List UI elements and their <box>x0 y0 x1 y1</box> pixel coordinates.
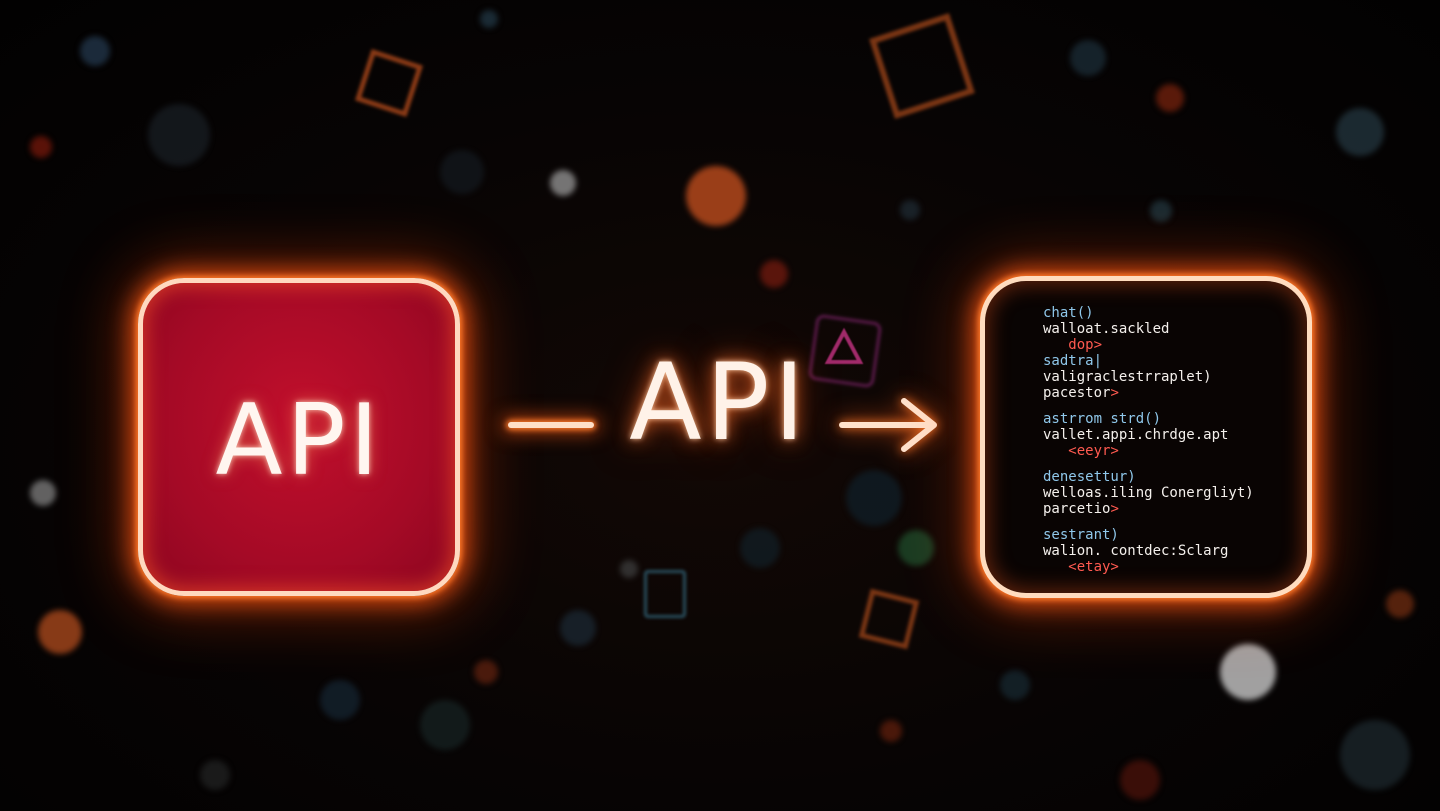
bokeh-dot <box>1220 644 1276 700</box>
bokeh-dot <box>686 166 746 226</box>
code-line: denesettur) <box>1043 469 1136 485</box>
bokeh-dot <box>898 530 934 566</box>
code-line: walion. contdec:Sclarg <box>1043 543 1229 559</box>
code-line: parcetio> <box>1043 501 1119 517</box>
bokeh-dot <box>30 136 52 158</box>
code-line: <eeyr> <box>1043 443 1119 459</box>
bokeh-dot <box>1340 720 1410 790</box>
bokeh-dot <box>620 560 638 578</box>
code-panel: chat()walloat.sackled dop>sadtra|valigra… <box>980 276 1312 598</box>
connector-line <box>508 422 594 428</box>
bokeh-square <box>869 13 975 119</box>
bokeh-dot <box>1386 590 1414 618</box>
bokeh-dot <box>1120 760 1160 800</box>
bokeh-dot <box>480 10 498 28</box>
bokeh-dot <box>148 104 210 166</box>
bokeh-dot <box>420 700 470 750</box>
bokeh-dot <box>550 170 576 196</box>
code-line: chat() <box>1043 305 1094 321</box>
code-listing: chat()walloat.sackled dop>sadtra|valigra… <box>1043 305 1254 575</box>
triangle-icon <box>824 327 864 364</box>
bokeh-square <box>858 588 920 650</box>
bokeh-dot <box>846 470 902 526</box>
code-line: valigraclestrraplet) <box>1043 369 1212 385</box>
code-line: <etay> <box>1043 559 1119 575</box>
bokeh-dot <box>474 660 498 684</box>
code-gap <box>1043 517 1254 527</box>
api-block: API <box>138 278 460 596</box>
api-block-label: API <box>215 384 383 498</box>
bokeh-dot <box>30 480 56 506</box>
bokeh-square <box>354 48 424 118</box>
bokeh-dot <box>38 610 82 654</box>
bokeh-dot <box>1150 200 1172 222</box>
arrow-right-icon <box>839 398 937 452</box>
bokeh-dot <box>880 720 902 742</box>
code-line: vallet.appi.chrdge.apt <box>1043 427 1229 443</box>
bokeh-dot <box>1336 108 1384 156</box>
code-line: walloat.sackled <box>1043 321 1170 337</box>
code-line: dop> <box>1043 337 1103 353</box>
bokeh-dot <box>740 528 780 568</box>
code-line: sestrant) <box>1043 527 1119 543</box>
bokeh-dot <box>760 260 788 288</box>
bokeh-dot <box>1156 84 1184 112</box>
bokeh-dot <box>1070 40 1106 76</box>
bokeh-dot <box>900 200 920 220</box>
code-line: sadtra| <box>1043 353 1103 369</box>
bokeh-square <box>644 570 686 618</box>
bokeh-dot <box>320 680 360 720</box>
connector-label: API <box>629 341 809 464</box>
bokeh-dot <box>80 36 110 66</box>
code-gap <box>1043 459 1254 469</box>
code-line: astrrom strd() <box>1043 411 1162 427</box>
bokeh-dot <box>560 610 596 646</box>
bokeh-dot <box>1000 670 1030 700</box>
code-gap <box>1043 401 1254 411</box>
code-line: pacestor> <box>1043 385 1119 401</box>
code-line: welloas.iling Conergliyt) <box>1043 485 1254 501</box>
bokeh-dot <box>440 150 484 194</box>
bokeh-dot <box>200 760 230 790</box>
